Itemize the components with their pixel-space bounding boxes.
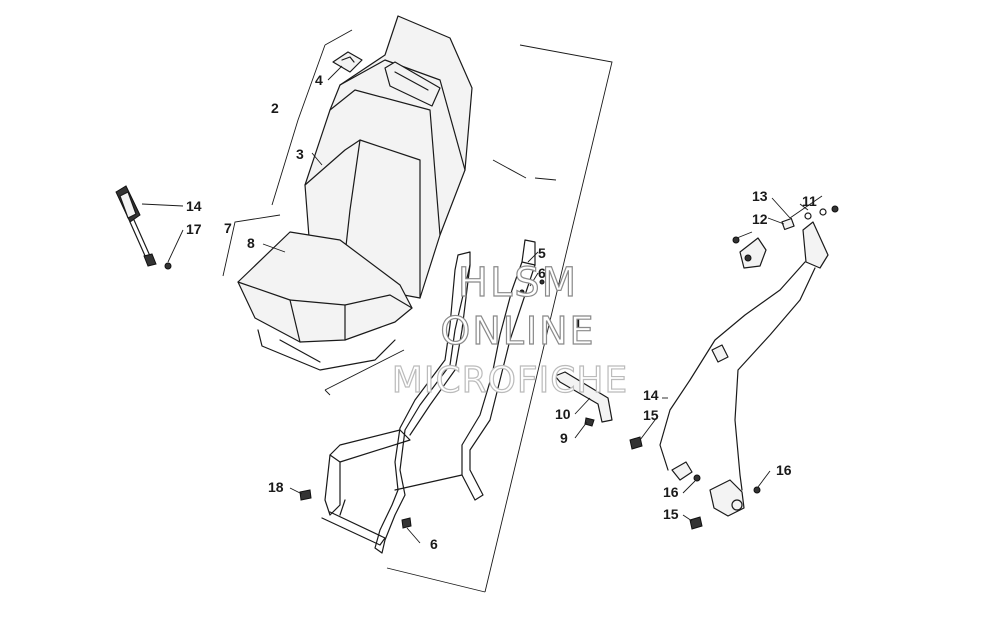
callout-9: 9 [560, 430, 568, 446]
bracket-part-10 [554, 371, 613, 423]
callout-14-left: 14 [186, 198, 202, 214]
leader-lines [141, 65, 823, 544]
headrest-cover-part-4 [332, 51, 363, 73]
callout-11: 11 [802, 193, 817, 209]
callout-12: 12 [752, 211, 768, 227]
left-buckle-assembly [115, 185, 172, 270]
callout-5: 5 [538, 245, 546, 261]
seat-belt-webbing [659, 221, 829, 494]
callout-7: 7 [224, 220, 232, 236]
watermark-line-1: HLSM [458, 260, 578, 306]
callout-15-lower: 15 [663, 506, 679, 522]
callout-2: 2 [271, 100, 279, 116]
callout-6-upper: 6 [538, 265, 546, 281]
callout-3: 3 [296, 146, 304, 162]
seat-frame [321, 239, 536, 554]
callout-10: 10 [555, 406, 571, 422]
callout-15-upper: 15 [643, 407, 659, 423]
bolts [299, 279, 703, 530]
callout-18: 18 [268, 479, 284, 495]
watermark-line-2: ONLINE [440, 309, 595, 353]
callout-8: 8 [247, 235, 255, 251]
belt-anchor-hardware [732, 205, 839, 269]
callout-16-left: 16 [663, 484, 679, 500]
callout-16-right: 16 [776, 462, 792, 478]
callout-13: 13 [752, 188, 768, 204]
callout-4: 4 [315, 72, 323, 88]
callout-1: 1 [574, 316, 582, 332]
watermark: HLSM ONLINE MICROFICHE [391, 259, 628, 401]
callout-14-right: 14 [643, 387, 659, 403]
belt-retractor [709, 479, 745, 517]
bolt-part-9 [584, 417, 595, 427]
seat-cushion [237, 231, 413, 371]
assembly-boundaries [222, 29, 613, 593]
callout-17: 17 [186, 221, 202, 237]
watermark-line-3: MICROFICHE [392, 360, 628, 401]
callouts: 1 2 3 4 5 6 6 7 8 9 10 11 12 13 14 14 15… [186, 72, 817, 552]
callout-6-lower: 6 [430, 536, 438, 552]
